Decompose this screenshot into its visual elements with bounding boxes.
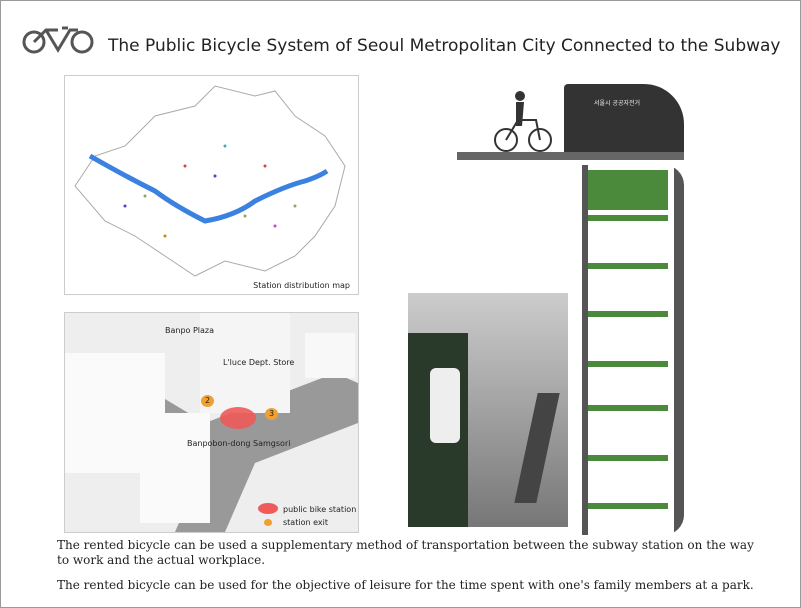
legend-exit-label: station exit bbox=[283, 518, 328, 527]
label-banpo-plaza: Banpo Plaza bbox=[165, 326, 215, 335]
legend-exit-swatch bbox=[264, 519, 272, 526]
map-caption: Station distribution map bbox=[253, 281, 350, 290]
label-intersection: Banpobon-dong Samgsori bbox=[187, 439, 291, 448]
legend-station-label: public bike station bbox=[283, 505, 357, 514]
site-diagram: Banpo Plaza L'luce Dept. Store Banpobon-… bbox=[64, 312, 359, 533]
page-title: The Public Bicycle System of Seoul Metro… bbox=[108, 36, 781, 56]
bicycle-rack-tower bbox=[582, 165, 684, 535]
kiosk-sign: 서울시 공공자전거 bbox=[594, 100, 641, 107]
kiosk-illustration: 서울시 공공자전거 bbox=[457, 82, 684, 162]
subway-entrance-photo bbox=[408, 293, 568, 527]
bike-station-marker bbox=[220, 407, 256, 429]
paragraph-commute: The rented bicycle can be used a supplem… bbox=[57, 538, 754, 567]
exit-marker: 2 bbox=[201, 395, 214, 407]
exit-marker: 3 bbox=[265, 408, 278, 420]
kiosk: 서울시 공공자전거 bbox=[564, 84, 684, 152]
label-store: L'luce Dept. Store bbox=[223, 358, 295, 367]
bicycle-icon bbox=[22, 26, 94, 54]
paragraph-leisure: The rented bicycle can be used for the o… bbox=[57, 578, 754, 592]
station-distribution-map: Station distribution map bbox=[64, 75, 359, 295]
legend-station-swatch bbox=[258, 503, 278, 514]
